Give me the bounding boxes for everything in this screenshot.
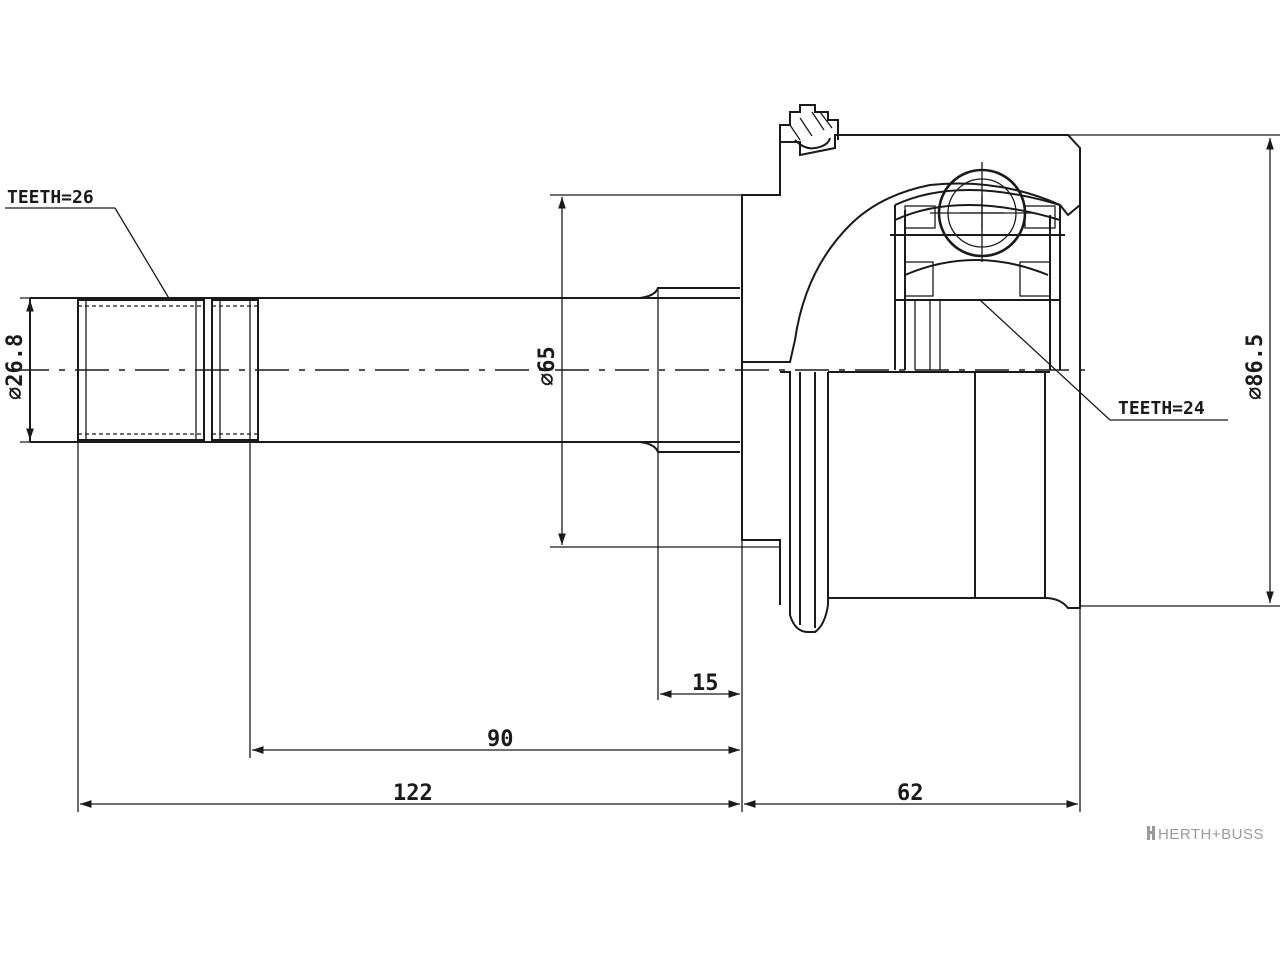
dim-90-text: 90 bbox=[487, 727, 514, 752]
teeth-left-label: TEETH=26 bbox=[7, 187, 94, 208]
dimension-122: 122 bbox=[80, 781, 740, 808]
teeth-left-leader: TEETH=26 bbox=[5, 187, 171, 301]
spline-shaft bbox=[29, 287, 740, 453]
dia-flange-text: ⌀65 bbox=[535, 346, 560, 386]
teeth-right-label: TEETH=24 bbox=[1118, 398, 1205, 419]
dimension-62: 62 bbox=[744, 781, 1078, 808]
joint-housing-lower bbox=[741, 148, 1081, 633]
herth-buss-logo-icon bbox=[1147, 826, 1155, 840]
dimension-dia-26-8: ⌀26.8 bbox=[3, 297, 78, 443]
inner-race-assembly bbox=[890, 162, 1065, 370]
brand-name: HERTH+BUSS bbox=[1158, 826, 1264, 843]
dimension-15: 15 bbox=[660, 671, 740, 698]
dimension-dia-86-5: ⌀86.5 bbox=[1068, 134, 1280, 607]
dim-15-text: 15 bbox=[692, 671, 719, 696]
joint-housing-section bbox=[741, 104, 1081, 363]
brand-mark: HERTH+BUSS bbox=[1147, 826, 1264, 843]
dim-62-text: 62 bbox=[897, 781, 924, 806]
teeth-right-leader: TEETH=24 bbox=[979, 299, 1228, 421]
dim-122-text: 122 bbox=[393, 781, 433, 806]
dia-housing-text: ⌀86.5 bbox=[1243, 334, 1268, 400]
dimension-90: 90 bbox=[252, 727, 740, 754]
dia-shaft-text: ⌀26.8 bbox=[3, 334, 28, 400]
